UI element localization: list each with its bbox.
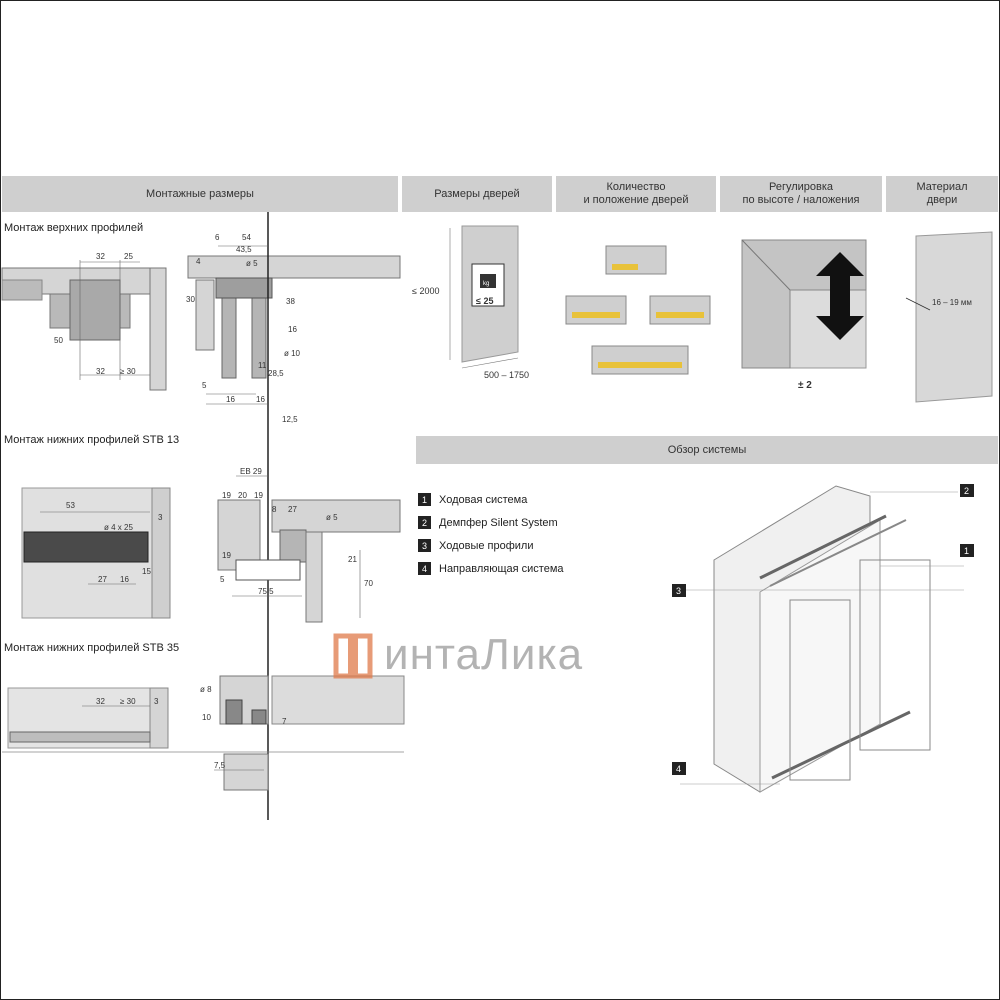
logo-icon — [333, 633, 373, 679]
dim-21: 21 — [348, 555, 357, 564]
door-width: 500 – 1750 — [484, 370, 529, 380]
dim-19b: 19 — [254, 491, 263, 500]
dim-54: 54 — [242, 233, 251, 242]
dim-5b: 5 — [202, 381, 207, 390]
adjustment-illustration — [741, 239, 867, 369]
dim-27a: 27 — [288, 505, 297, 514]
dim-6: 6 — [215, 233, 220, 242]
header-quantity: Количество и положение дверей — [556, 176, 716, 212]
dim-75-5: 75,5 — [258, 587, 274, 596]
legend-number: 3 — [418, 539, 431, 552]
callout-2: 2 — [964, 486, 969, 496]
door-position-icons — [565, 245, 711, 375]
legend-number: 2 — [418, 516, 431, 529]
dim-eb29: EB 29 — [240, 467, 262, 476]
dim-53: 53 — [66, 501, 75, 510]
callout-3: 3 — [676, 586, 681, 596]
dim-70: 70 — [364, 579, 373, 588]
door-height: ≤ 2000 — [412, 286, 439, 296]
dim-19c: 19 — [222, 551, 231, 560]
dim-43-5: 43,5 — [236, 245, 252, 254]
dim-3b: 3 — [154, 697, 159, 706]
legend-text: Демпфер Silent System — [439, 516, 558, 529]
door-size-illustration — [449, 225, 519, 369]
dim-19: 19 — [222, 491, 231, 500]
door-weight: ≤ 25 — [476, 296, 493, 306]
legend-item: 4 Направляющая система — [418, 557, 564, 580]
door-weight-unit: kg — [483, 281, 489, 287]
dim-5a: ø 5 — [246, 259, 258, 268]
dim-16a: 16 — [288, 325, 297, 334]
dim-8b: ø 8 — [200, 685, 212, 694]
dim-32a: 32 — [96, 252, 105, 261]
legend-number: 1 — [418, 493, 431, 506]
dim-32c: 32 — [96, 697, 105, 706]
dim-5d: 5 — [220, 575, 225, 584]
dim-25: 25 — [124, 252, 133, 261]
stb35-left-view — [2, 687, 404, 753]
dim-16c: 16 — [256, 395, 265, 404]
dim-7: 7 — [282, 717, 287, 726]
dim-16b: 16 — [226, 395, 235, 404]
legend-text: Направляющая система — [439, 562, 564, 575]
header-adjust: Регулировка по высоте / наложения — [720, 176, 882, 212]
legend-text: Ходовые профили — [439, 539, 534, 552]
header-mounting: Монтажные размеры — [2, 176, 398, 212]
callout-4: 4 — [676, 764, 681, 774]
header-material: Материал двери — [886, 176, 998, 212]
material-thickness: 16 – 19 мм — [932, 298, 972, 307]
legend-text: Ходовая система — [439, 493, 528, 506]
dim-4: 4 — [196, 257, 201, 266]
legend-item: 1 Ходовая система — [418, 488, 564, 511]
dim-10b: 10 — [202, 713, 211, 722]
section-stb35: Монтаж нижних профилей STB 35 — [4, 642, 180, 654]
callout-1: 1 — [964, 546, 969, 556]
watermark-text: интаЛика — [384, 630, 584, 679]
dim-20: 20 — [238, 491, 247, 500]
legend-item: 2 Демпфер Silent System — [418, 511, 564, 534]
dim-7-5: 7,5 — [214, 761, 226, 770]
dim-30b: ≥ 30 — [120, 367, 136, 376]
top-profile-section-view — [187, 212, 401, 820]
section-top-profiles: Монтаж верхних профилей — [4, 222, 144, 234]
adjust-value: ± 2 — [798, 380, 812, 391]
dim-5c: ø 5 — [326, 513, 338, 522]
dim-11: 11 — [258, 361, 267, 370]
dim-15: 15 — [142, 567, 151, 576]
dim-10: ø 10 — [284, 349, 301, 358]
section-stb13: Монтаж нижних профилей STB 13 — [4, 434, 180, 446]
stb13-section-view — [217, 475, 401, 623]
stb35-section-view — [214, 675, 405, 791]
legend-item: 3 Ходовые профили — [418, 534, 564, 557]
legend-number: 4 — [418, 562, 431, 575]
dim-16d: 16 — [120, 575, 129, 584]
dim-30c: ≥ 30 — [120, 697, 136, 706]
dim-12-5: 12,5 — [282, 415, 298, 424]
dim-8: ø 4 x 25 — [104, 523, 133, 532]
watermark: интаЛика — [330, 628, 583, 682]
dim-32b: 32 — [96, 367, 105, 376]
header-door-sizes: Размеры дверей — [402, 176, 552, 212]
stb13-left-view — [21, 487, 171, 619]
dim-28-5: 28,5 — [268, 369, 284, 378]
wardrobe-overview — [672, 484, 974, 793]
dim-8a: 8 — [272, 505, 277, 514]
dim-27b: 27 — [98, 575, 107, 584]
dim-38: 38 — [286, 297, 295, 306]
dim-50: 50 — [54, 336, 63, 345]
dim-3: 3 — [158, 513, 163, 522]
header-overview: Обзор системы — [416, 436, 998, 464]
dim-30: 30 — [186, 295, 195, 304]
top-profile-left-view — [1, 260, 167, 391]
material-illustration — [905, 231, 993, 403]
